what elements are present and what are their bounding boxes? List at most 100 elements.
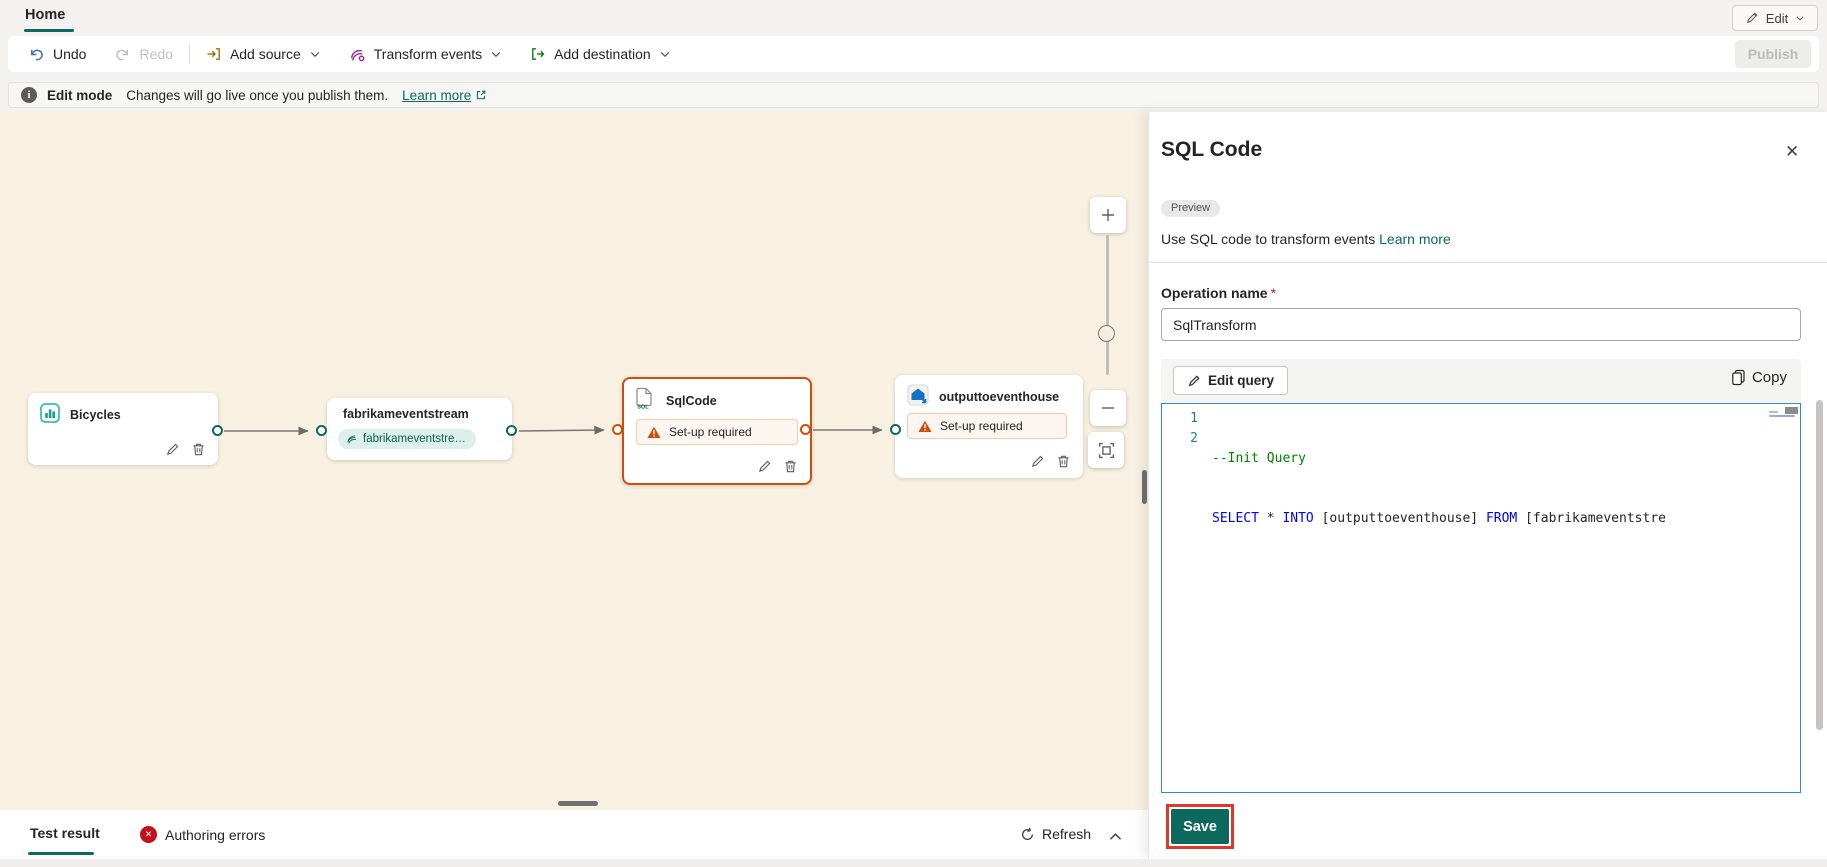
bottom-panel: Test result ✕ Authoring errors Refresh xyxy=(0,810,1148,859)
port-eventhouse-in[interactable] xyxy=(890,424,901,435)
save-highlight-annotation xyxy=(1166,804,1234,849)
port-sqlcode-out[interactable] xyxy=(800,424,811,435)
close-icon[interactable]: ✕ xyxy=(1785,142,1800,161)
copy-label: Copy xyxy=(1751,369,1787,386)
zoom-in-button[interactable] xyxy=(1090,197,1126,233)
code-line-1: --Init Query xyxy=(1212,451,1306,466)
zoom-slider-track[interactable] xyxy=(1106,235,1109,375)
chevron-down-icon xyxy=(1795,13,1805,23)
banner-learn-more-link[interactable]: Learn more xyxy=(402,88,487,103)
setup-required-badge: Set-up required xyxy=(636,419,798,445)
external-link-icon xyxy=(475,89,487,101)
port-bicycles-out[interactable] xyxy=(212,425,223,436)
add-source-button[interactable]: Add source xyxy=(206,46,321,62)
zoom-out-button[interactable] xyxy=(1090,390,1126,426)
canvas-vertical-scrollbar[interactable] xyxy=(1142,470,1147,504)
delete-node-icon[interactable] xyxy=(783,459,798,474)
undo-label: Undo xyxy=(53,46,87,62)
edit-mode-banner: i Edit mode Changes will go live once yo… xyxy=(8,82,1819,108)
required-asterisk: * xyxy=(1270,285,1277,301)
operation-name-label: Operation name* xyxy=(1161,285,1277,301)
node-title: Bicycles xyxy=(70,408,121,422)
banner-title: Edit mode xyxy=(47,87,113,103)
warning-icon xyxy=(918,420,932,433)
transform-events-button[interactable]: Transform events xyxy=(349,46,502,63)
publish-button[interactable]: Publish xyxy=(1735,40,1811,68)
port-eventstream-out[interactable] xyxy=(506,425,517,436)
chevron-down-icon xyxy=(659,48,671,60)
sql-document-icon: SQL xyxy=(635,387,654,409)
add-destination-label: Add destination xyxy=(554,46,651,62)
delete-node-icon[interactable] xyxy=(1056,454,1071,469)
copy-icon xyxy=(1731,369,1746,386)
operation-name-input[interactable] xyxy=(1161,308,1801,341)
node-title: fabrikameventstream xyxy=(343,407,469,421)
canvas-horizontal-scrollbar[interactable] xyxy=(558,801,598,806)
refresh-icon xyxy=(1020,827,1035,842)
tab-authoring-errors[interactable]: Authoring errors xyxy=(165,827,266,843)
minimap-slider[interactable] xyxy=(1785,407,1798,414)
redo-icon xyxy=(114,46,131,63)
node-title: outputtoeventhouse xyxy=(939,390,1060,404)
toolbar-divider xyxy=(188,44,190,64)
ribbon-toolbar: Undo Redo Add source Transform events Ad… xyxy=(8,36,1819,72)
panel-scrollbar[interactable] xyxy=(1816,400,1823,730)
edit-node-icon[interactable] xyxy=(1030,454,1045,469)
preview-badge: Preview xyxy=(1161,200,1221,217)
warning-icon xyxy=(647,426,661,439)
add-source-label: Add source xyxy=(229,46,301,62)
sql-code-panel: SQL Code ✕ Preview Use SQL code to trans… xyxy=(1148,112,1827,859)
transform-events-label: Transform events xyxy=(373,46,483,62)
editor-minimap xyxy=(1767,405,1799,465)
chevron-up-icon[interactable] xyxy=(1108,830,1123,843)
save-button[interactable]: Save xyxy=(1171,809,1229,844)
edit-node-icon[interactable] xyxy=(757,459,772,474)
edit-query-label: Edit query xyxy=(1208,373,1275,388)
copy-button[interactable]: Copy xyxy=(1731,369,1787,386)
node-title: SqlCode xyxy=(666,394,717,408)
edit-button-label: Edit xyxy=(1765,10,1789,26)
chevron-down-icon xyxy=(309,48,321,60)
node-eventstream[interactable]: fabrikameventstream fabrikameventstre… xyxy=(327,398,512,460)
flow-canvas[interactable]: Bicycles fabrikameventstream fabrikameve… xyxy=(0,112,1148,810)
redo-button[interactable]: Redo xyxy=(114,46,173,63)
error-count-icon: ✕ xyxy=(140,826,157,843)
panel-divider xyxy=(1149,262,1827,263)
node-sqlcode[interactable]: SQL SqlCode Set-up required xyxy=(622,377,812,485)
delete-node-icon[interactable] xyxy=(191,442,206,457)
fit-to-screen-button[interactable] xyxy=(1088,432,1124,468)
chevron-down-icon xyxy=(490,48,502,60)
redo-label: Redo xyxy=(139,46,173,62)
setup-required-badge: Set-up required xyxy=(907,413,1067,439)
pencil-icon xyxy=(1187,374,1201,388)
refresh-button[interactable]: Refresh xyxy=(1020,826,1091,842)
tab-home-underline xyxy=(24,29,74,32)
pencil-icon xyxy=(1745,11,1759,25)
add-destination-button[interactable]: Add destination xyxy=(530,46,671,62)
line-numbers: 1 2 xyxy=(1190,411,1198,446)
undo-button[interactable]: Undo xyxy=(28,46,86,63)
zoom-slider-thumb[interactable] xyxy=(1098,325,1115,342)
edit-query-button[interactable]: Edit query xyxy=(1173,366,1289,395)
tab-home[interactable]: Home xyxy=(25,7,66,23)
node-eventhouse[interactable]: outputtoeventhouse Set-up required xyxy=(895,375,1083,478)
eventstream-icon xyxy=(346,433,358,445)
stream-pill[interactable]: fabrikameventstre… xyxy=(338,429,476,449)
setup-required-label: Set-up required xyxy=(669,425,752,439)
refresh-label: Refresh xyxy=(1042,826,1092,842)
svg-text:SQL: SQL xyxy=(637,404,649,409)
panel-learn-more-link[interactable]: Learn more xyxy=(1379,231,1451,247)
setup-required-label: Set-up required xyxy=(940,419,1023,433)
transform-events-icon xyxy=(349,46,366,63)
tab-test-result[interactable]: Test result xyxy=(30,825,100,841)
edit-node-icon[interactable] xyxy=(165,442,180,457)
code-content: --Init Query SELECT * INTO [outputtoeven… xyxy=(1212,409,1766,569)
panel-description: Use SQL code to transform events Learn m… xyxy=(1161,231,1451,247)
edit-mode-button[interactable]: Edit xyxy=(1732,5,1818,31)
sql-code-editor[interactable]: 1 2 --Init Query SELECT * INTO [outputto… xyxy=(1161,403,1801,793)
port-eventstream-in[interactable] xyxy=(316,425,327,436)
tab-test-result-underline xyxy=(28,852,94,855)
node-bicycles[interactable]: Bicycles xyxy=(28,393,218,465)
port-sqlcode-in[interactable] xyxy=(612,424,623,435)
